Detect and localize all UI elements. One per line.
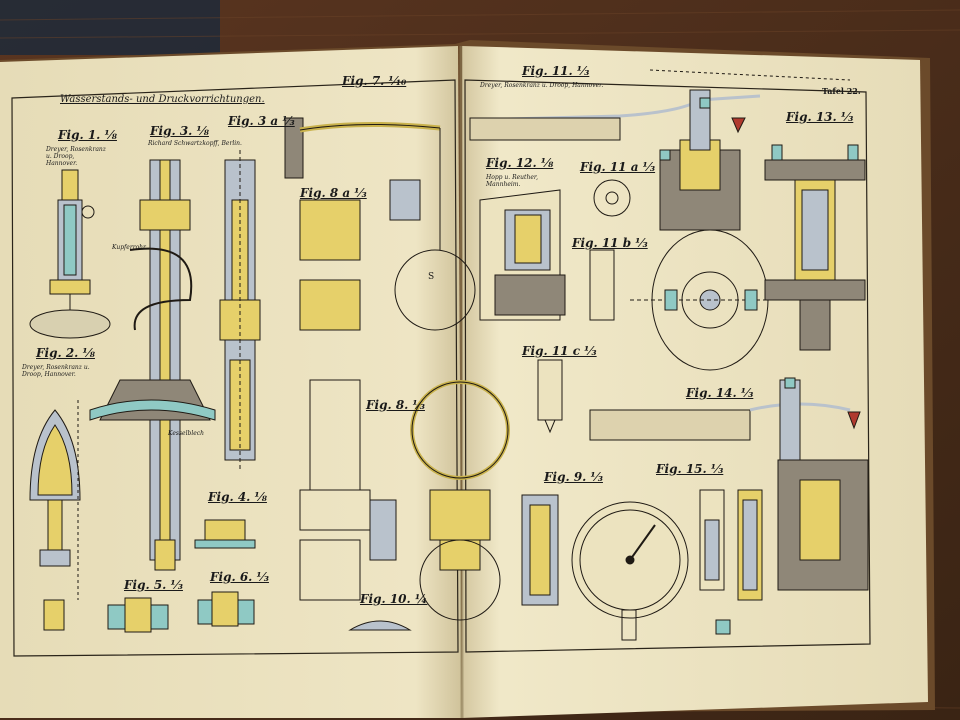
fig1-drawing: [29, 169, 111, 339]
fig1-maker: Dreyer, Rosenkranz u. Droop, Hannover.: [46, 146, 106, 167]
fig13-label: Fig. 13. ⅓: [786, 110, 854, 124]
fig3a-label: Fig. 3 a ⅓: [228, 114, 295, 128]
fig7-label: Fig. 7. ⅒: [342, 74, 407, 88]
fig3-drawing: [89, 159, 216, 571]
fig11-label: Fig. 11. ⅓: [522, 64, 590, 78]
fig3-maker: Richard Schwartzkopff, Berlin.: [148, 140, 242, 147]
fig11a-label: Fig. 11 a ⅓: [580, 160, 656, 174]
fig12-drawing: [479, 189, 566, 321]
fig13-drawing: [764, 144, 866, 351]
fig2-drawing: [29, 400, 81, 631]
plate-title: Wasserstands- und Druckvorrichtungen.: [60, 94, 265, 105]
fig6-label: Fig. 6. ⅓: [210, 570, 269, 584]
fig14-drawing: [589, 377, 869, 591]
frame-left: [11, 79, 459, 657]
fig15-drawing: [699, 489, 763, 635]
fig11c-label: Fig. 11 c ⅓: [522, 344, 597, 358]
fig3-label: Fig. 3. ⅛: [150, 124, 209, 138]
kupferrohr-label: Kupferrohr: [112, 244, 146, 251]
fig2-label: Fig. 2. ⅛: [36, 346, 95, 360]
fig9-drawing: [521, 494, 689, 641]
fig9-label: Fig. 9. ⅓: [544, 470, 603, 484]
fig7-drawing: [284, 117, 476, 331]
fig12-maker: Hopp u. Reuther, Mannheim.: [486, 174, 538, 188]
fig1-label: Fig. 1. ⅛: [58, 128, 117, 142]
fig11-maker: Dreyer, Rosenkranz u. Droop, Hannover.: [480, 82, 604, 89]
float-s-label: S: [428, 272, 435, 282]
kesselblech-label: Kesselblech: [168, 430, 205, 437]
fig5-label: Fig. 5. ⅓: [124, 578, 183, 592]
frame-right: [464, 79, 871, 653]
small-parts: [107, 519, 256, 633]
dark-cloth: [0, 0, 220, 55]
fig3a-drawing: [219, 150, 261, 470]
plate-number: Tafel 22.: [822, 86, 861, 96]
fig2-maker: Dreyer, Rosenkranz u. Droop, Hannover.: [22, 364, 90, 378]
fig8-drawing: [299, 379, 510, 631]
fig14-label: Fig. 14. ⅓: [686, 386, 754, 400]
fig15-label: Fig. 15. ⅓: [656, 462, 724, 476]
fig11b-label: Fig. 11 b ⅓: [572, 236, 648, 250]
fig12-label: Fig. 12. ⅛: [486, 156, 554, 170]
fig8-label: Fig. 8. ⅓: [366, 398, 425, 412]
fig11-drawing: [469, 69, 851, 231]
fig8a-label: Fig. 8 a ⅓: [300, 186, 367, 200]
fig4-label: Fig. 4. ⅛: [208, 490, 267, 504]
fig10-label: Fig. 10. ¼: [360, 592, 428, 606]
fig11abc-drawing: [537, 179, 631, 434]
